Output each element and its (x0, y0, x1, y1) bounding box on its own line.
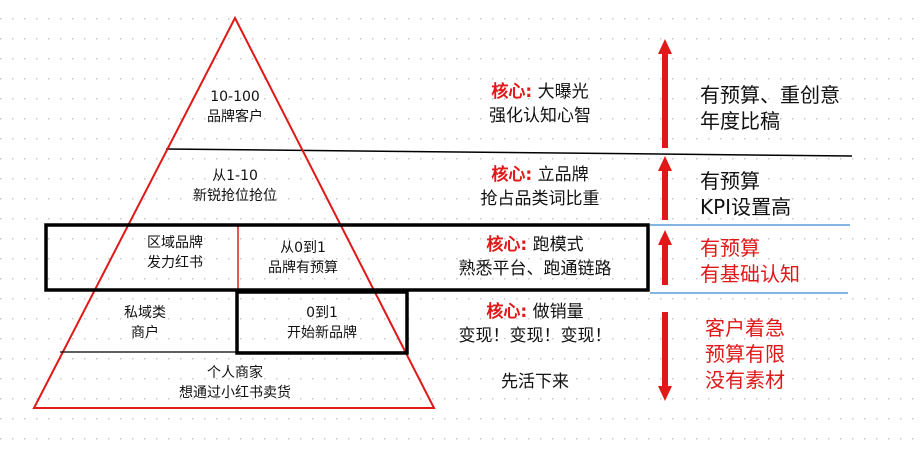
middle-subtitle: 强化认知心智 (489, 106, 591, 126)
tier-top-line1: 10-100 (210, 89, 260, 105)
middle-subtitle: 变现！变现！变现！ (458, 326, 612, 346)
right-note-line: 预算有限 (705, 342, 785, 366)
right-note-4: 客户着急 预算有限 没有素材 (705, 315, 905, 393)
right-note-line: 没有素材 (705, 368, 785, 392)
middle-subtitle: 先活下来 (501, 372, 569, 392)
tier-top-label: 10-100 品牌客户 (185, 87, 285, 127)
divider-line-1 (165, 148, 853, 157)
middle-row-1: 核心: 大曝光 强化认知心智 (440, 80, 640, 128)
middle-row-5: 先活下来 (450, 370, 620, 394)
tier-top-line2: 品牌客户 (207, 109, 263, 125)
tier-third-left-line2: 发力红书 (147, 255, 203, 271)
core-label: 核心: (491, 82, 533, 102)
arrow-up-3 (658, 230, 672, 285)
tier-third-left-line1: 区域品牌 (147, 235, 203, 251)
arrow-up-1 (658, 39, 672, 148)
tier-fourth-right-line1: 0到1 (306, 305, 338, 321)
middle-row-3: 核心: 跑模式 熟悉平台、跑通链路 (425, 233, 645, 281)
tier-second-line1: 从1-10 (212, 168, 258, 184)
tier-third-left-label: 区域品牌 发力红书 (125, 233, 225, 273)
middle-title: 做销量 (532, 302, 584, 322)
highlight-box-new-brand (235, 290, 409, 355)
tier-fourth-left-line1: 私域类 (124, 305, 166, 321)
right-note-3: 有预算 有基础认知 (700, 235, 910, 287)
middle-title: 立品牌 (537, 165, 589, 185)
highlight-box-regional (44, 223, 650, 292)
tier-third-right-line2: 品牌有预算 (268, 260, 338, 276)
tier-bottom-label: 个人商家 想通过小红书卖货 (150, 363, 320, 403)
tier-second-line2: 新锐抢位抢位 (193, 188, 277, 204)
tier-fourth-left-line2: 商户 (131, 325, 159, 341)
tier-third-right-line1: 从0到1 (280, 240, 326, 256)
core-label: 核心: (486, 302, 528, 322)
middle-title: 跑模式 (532, 235, 584, 255)
right-note-line: 有基础认知 (700, 262, 800, 286)
core-label: 核心: (486, 235, 528, 255)
tier-fourth-right-label: 0到1 开始新品牌 (262, 303, 382, 343)
tier-bottom-line2: 想通过小红书卖货 (179, 385, 291, 401)
right-note-line: KPI设置高 (700, 195, 792, 219)
core-label: 核心: (491, 165, 533, 185)
arrow-up-2 (658, 156, 672, 220)
right-note-line: 有预算、重创意 (700, 83, 840, 107)
middle-row-4: 核心: 做销量 变现！变现！变现！ (425, 300, 645, 348)
right-note-1: 有预算、重创意 年度比稿 (700, 82, 910, 134)
pyramid-outline (32, 15, 436, 409)
right-note-line: 年度比稿 (700, 109, 780, 133)
arrow-down-4 (658, 312, 672, 401)
tier-bottom-line1: 个人商家 (207, 365, 263, 381)
tier-second-label: 从1-10 新锐抢位抢位 (175, 166, 295, 206)
tier-third-right-label: 从0到1 品牌有预算 (248, 238, 358, 278)
right-note-2: 有预算 KPI设置高 (700, 168, 910, 220)
right-note-line: 有预算 (700, 169, 760, 193)
tier-fourth-left-label: 私域类 商户 (95, 303, 195, 343)
middle-subtitle: 熟悉平台、跑通链路 (458, 259, 612, 279)
middle-title: 大曝光 (537, 82, 589, 102)
middle-row-2: 核心: 立品牌 抢占品类词比重 (440, 163, 640, 211)
middle-subtitle: 抢占品类词比重 (480, 189, 600, 209)
right-note-line: 有预算 (700, 236, 760, 260)
right-note-line: 客户着急 (705, 316, 785, 340)
tier-fourth-right-line2: 开始新品牌 (287, 325, 357, 341)
